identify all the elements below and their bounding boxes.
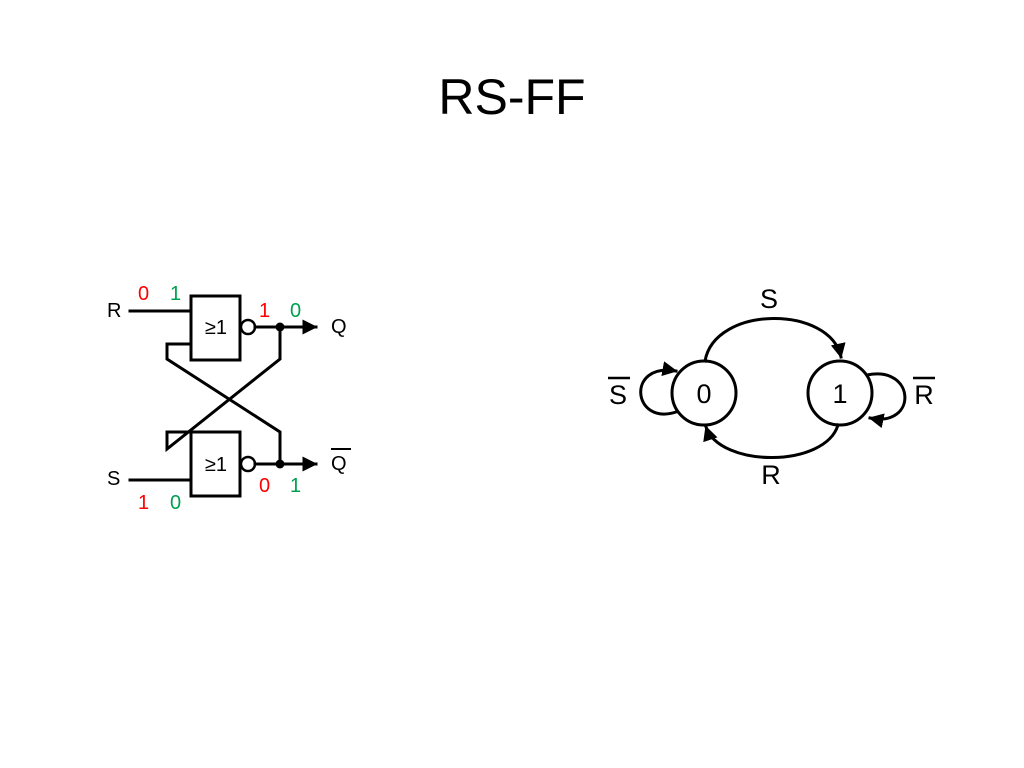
gate-label-bottom: ≥1 [205, 454, 227, 476]
self-loop-0-arrow [639, 361, 678, 416]
r-input-label: R [107, 300, 121, 322]
q-value-old: 1 [259, 300, 270, 322]
inverter-bubble-top [239, 318, 257, 336]
qbar-output-label: Q [331, 453, 347, 475]
transition-reset-label: R [761, 460, 781, 490]
state-1-label: 1 [832, 379, 847, 409]
feedback-wire-qbar-to-top [165, 342, 282, 466]
gate-label-top: ≥1 [205, 317, 227, 339]
self-loop-1-label: R [914, 380, 934, 410]
state-1-circle [806, 359, 874, 427]
state-0-label: 0 [696, 379, 711, 409]
feedback-wire-q-to-bottom [165, 325, 282, 453]
qbar-value-new: 1 [290, 475, 301, 497]
transition-reset-arrow [703, 423, 840, 459]
qbar-value-old: 0 [259, 475, 270, 497]
s-value-old: 1 [138, 492, 149, 514]
s-value-new: 0 [170, 492, 181, 514]
slide-title: RS-FF [438, 69, 586, 125]
transition-set-arrow [703, 317, 846, 363]
self-loop-0-label: S [609, 380, 627, 410]
r-value-new: 1 [170, 283, 181, 305]
q-output-label: Q [331, 316, 347, 338]
r-value-old: 0 [138, 283, 149, 305]
q-value-new: 0 [290, 300, 301, 322]
state-diagram: 0 1 S R S R [608, 284, 935, 490]
self-loop-1-arrow [865, 372, 907, 429]
inverter-bubble-bottom [239, 455, 257, 473]
rs-flipflop-circuit: ≥1 ≥1 R S Q Q 0 1 1 0 0 [107, 283, 351, 514]
s-input-label: S [107, 468, 120, 490]
transition-set-label: S [760, 284, 778, 314]
